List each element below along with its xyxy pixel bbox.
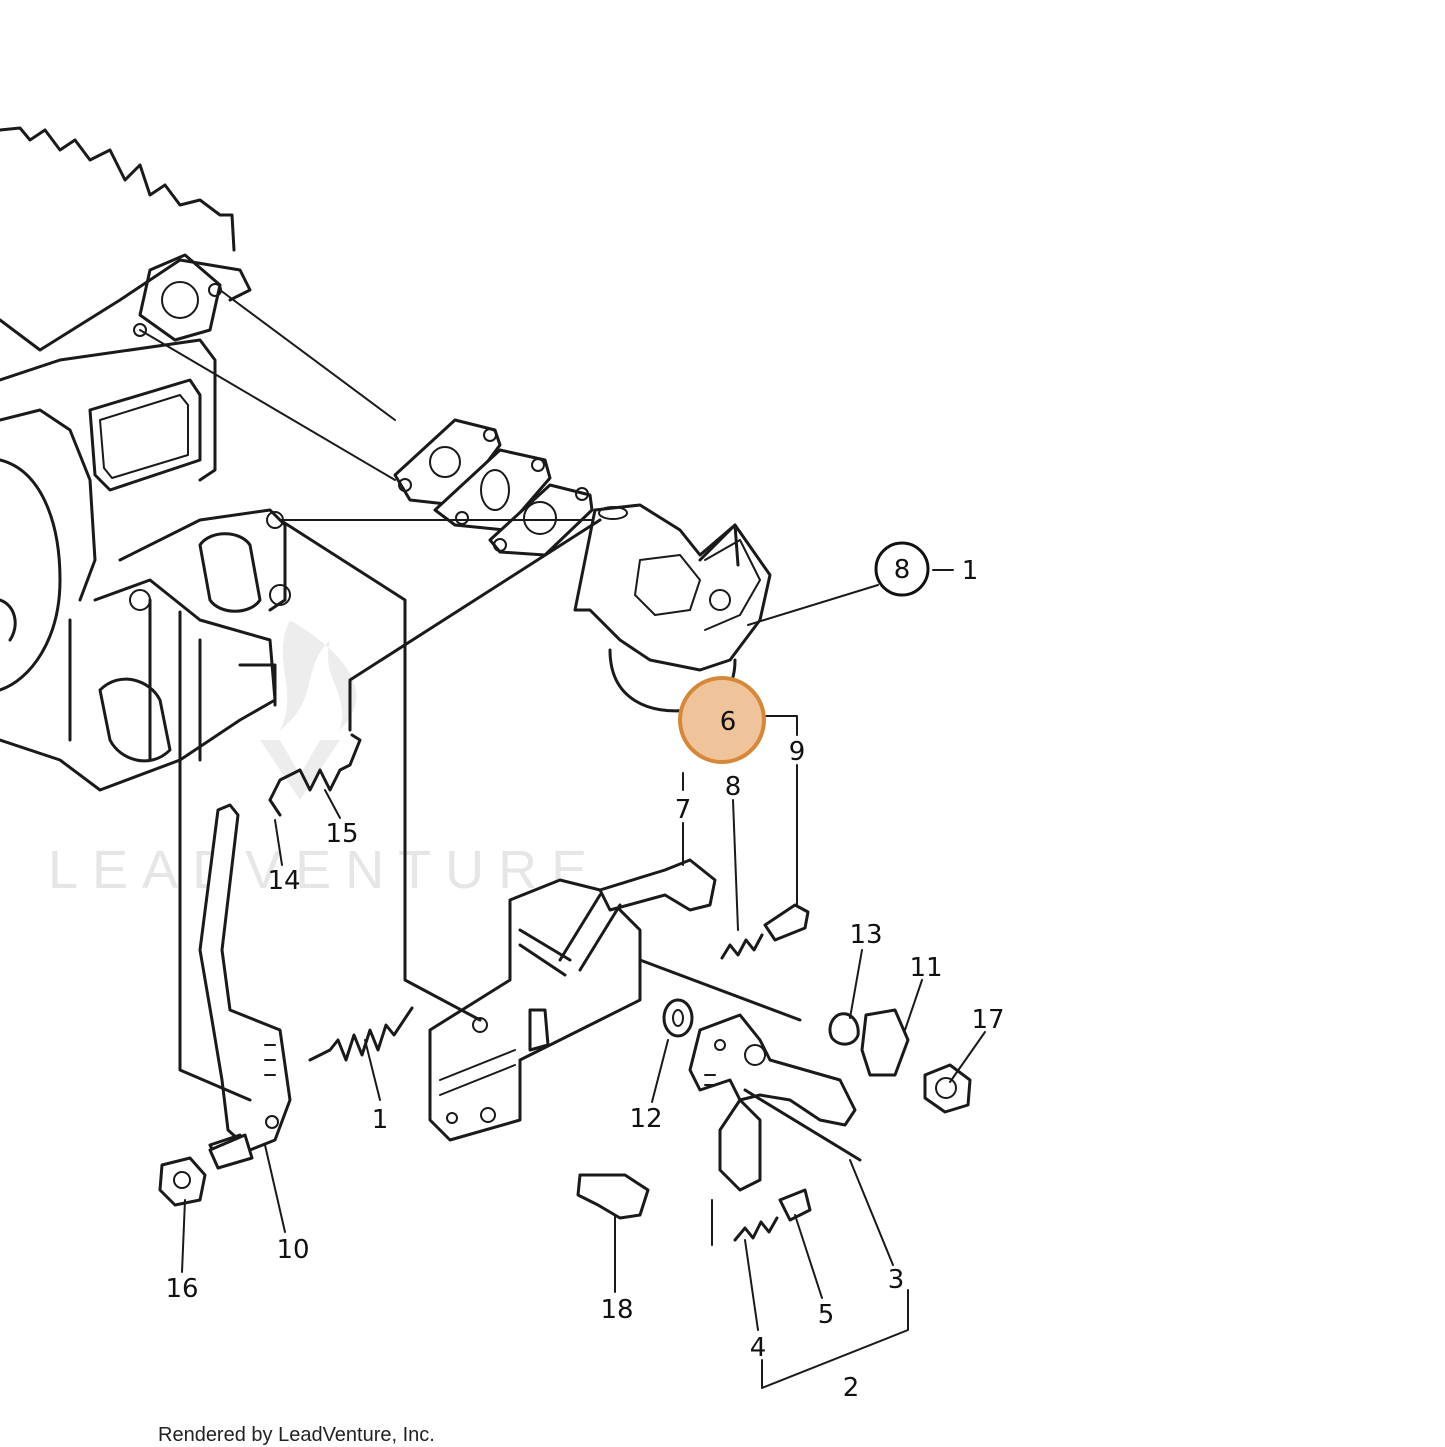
callout-8-1-sub[interactable]: 1 <box>962 556 979 586</box>
highlight-circle[interactable] <box>678 676 766 764</box>
watermark-text: LEADVENTURE <box>48 840 601 900</box>
highlight-marker-6[interactable]: 6 <box>678 676 766 764</box>
control-lever <box>688 1013 862 1192</box>
callout-circle[interactable] <box>874 541 930 597</box>
callout-4[interactable]: 4 <box>750 1333 767 1363</box>
callout-15[interactable]: 15 <box>325 819 358 849</box>
callout-13[interactable]: 13 <box>849 920 882 950</box>
callout-8-1[interactable]: 8 1 <box>874 541 979 597</box>
callout-7[interactable]: 7 <box>675 795 692 825</box>
callout-10[interactable]: 10 <box>276 1235 309 1265</box>
callout-12[interactable]: 12 <box>629 1104 662 1134</box>
render-credit: Rendered by LeadVenture, Inc. <box>158 1424 435 1446</box>
callout-3[interactable]: 3 <box>888 1265 905 1295</box>
callout-2[interactable]: 2 <box>843 1373 860 1403</box>
callout-18[interactable]: 18 <box>600 1295 633 1325</box>
engine-block <box>0 126 291 792</box>
intake-gaskets <box>139 289 601 557</box>
springs <box>268 733 779 1242</box>
callout-6[interactable]: 6 <box>720 707 737 737</box>
watermark: LEADVENTURE <box>48 620 601 900</box>
callout-8[interactable]: 8 <box>725 772 742 802</box>
callout-9[interactable]: 9 <box>789 737 806 767</box>
governor-bracket <box>428 858 717 1142</box>
carburetor <box>573 503 772 713</box>
callout-5[interactable]: 5 <box>818 1300 835 1330</box>
callout-14[interactable]: 14 <box>267 866 300 896</box>
callout-11[interactable]: 11 <box>909 953 942 983</box>
hardware <box>158 903 972 1222</box>
callout-labels: 9 8 7 15 14 13 11 17 1 12 10 16 18 3 5 4… <box>165 737 1004 1403</box>
callout-1[interactable]: 1 <box>372 1105 389 1135</box>
link-rods <box>178 518 802 1102</box>
callout-17[interactable]: 17 <box>971 1005 1004 1035</box>
callout-8-1-number[interactable]: 8 <box>894 555 911 585</box>
callout-16[interactable]: 16 <box>165 1274 198 1304</box>
leader-lines <box>181 569 986 1389</box>
